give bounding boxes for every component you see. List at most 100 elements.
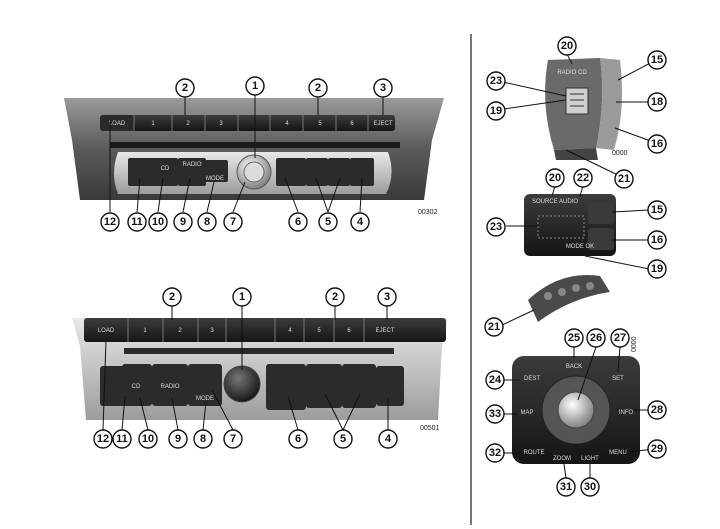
callout-r-33: 33: [485, 404, 505, 424]
svg-text:33: 33: [489, 408, 501, 420]
top-radio-label: RADIO: [182, 162, 201, 168]
callout-r-15b: 15: [647, 200, 667, 220]
svg-text:22: 22: [577, 172, 589, 184]
svg-text:1: 1: [252, 80, 258, 92]
callout-r-23b: 23: [486, 217, 506, 237]
callout-bot-11: 11: [112, 429, 132, 449]
svg-text:5: 5: [325, 216, 331, 228]
callout-r-19b: 19: [647, 259, 667, 279]
svg-text:16: 16: [651, 138, 663, 150]
bottom-preset-4: 4: [288, 328, 292, 334]
callout-bot-6: 6: [288, 429, 308, 449]
bottom-radio-unit: [72, 318, 448, 420]
bottom-eject-label: EJECT: [375, 328, 394, 334]
panel-source-label: SOURCE AUDIO: [532, 199, 578, 205]
svg-text:2: 2: [332, 291, 338, 303]
callout-top-1: 1: [245, 76, 265, 96]
svg-text:19: 19: [490, 105, 502, 117]
svg-text:8: 8: [200, 433, 206, 445]
callout-r-15a: 15: [647, 50, 667, 70]
top-preset-3: 3: [219, 121, 223, 127]
callout-r-16b: 16: [647, 230, 667, 250]
svg-text:8: 8: [204, 216, 210, 228]
top-leaders: [109, 95, 384, 213]
knob-map-label: MAP: [520, 410, 533, 416]
svg-text:23: 23: [490, 221, 502, 233]
svg-text:21: 21: [618, 173, 630, 185]
callout-r-19a: 19: [486, 101, 506, 121]
callout-top-2b: 2: [308, 78, 328, 98]
svg-text:6: 6: [295, 216, 301, 228]
bottom-preset-5: 5: [317, 328, 321, 334]
knob-set-label: SET: [612, 376, 624, 382]
knob-zoom-label: ZOOM: [553, 456, 571, 462]
small-stalk: [528, 275, 610, 322]
knob-controller: [512, 356, 640, 464]
callout-r-30: 30: [580, 477, 600, 497]
callout-top-4: 4: [350, 212, 370, 232]
callout-bot-2a: 2: [162, 287, 182, 307]
svg-text:27: 27: [614, 332, 626, 344]
svg-text:10: 10: [142, 433, 154, 445]
bottom-preset-3: 3: [210, 328, 214, 334]
callout-r-31: 31: [556, 477, 576, 497]
svg-text:12: 12: [97, 433, 109, 445]
bottom-preset-2: 2: [178, 328, 182, 334]
callout-r-18: 18: [647, 92, 667, 112]
svg-text:16: 16: [651, 234, 663, 246]
top-mode-label: MODE: [206, 176, 224, 182]
bottom-cd-label: CD: [132, 384, 141, 390]
callout-r-20b: 20: [545, 168, 565, 188]
callout-top-6: 6: [288, 212, 308, 232]
knob-dest-label: DEST: [524, 376, 540, 382]
callout-top-3: 3: [373, 78, 393, 98]
svg-text:3: 3: [384, 291, 390, 303]
callout-r-20a: 20: [557, 36, 577, 56]
top-preset-1: 1: [151, 121, 155, 127]
callout-top-9: 9: [173, 212, 193, 232]
callout-bot-12: 12: [93, 429, 113, 449]
callout-top-11: 11: [127, 212, 147, 232]
svg-text:12: 12: [104, 216, 116, 228]
svg-text:2: 2: [169, 291, 175, 303]
knob-info-label: INFO: [619, 410, 634, 416]
callout-r-23a: 23: [486, 71, 506, 91]
small-stalk-leader: [499, 309, 535, 327]
svg-text:1: 1: [239, 291, 245, 303]
callout-r-32: 32: [485, 443, 505, 463]
callout-bot-10: 10: [138, 429, 158, 449]
svg-text:4: 4: [385, 433, 392, 445]
callout-r-22: 22: [573, 168, 593, 188]
callout-r-28: 28: [647, 400, 667, 420]
callout-bot-3: 3: [377, 287, 397, 307]
callout-r-21b: 21: [484, 317, 504, 337]
svg-text:11: 11: [116, 433, 128, 445]
bottom-preset-6: 6: [347, 328, 351, 334]
bottom-preset-1: 1: [143, 328, 147, 334]
svg-text:3: 3: [380, 82, 386, 94]
knob-route-label: ROUTE: [524, 450, 545, 456]
svg-text:2: 2: [182, 82, 188, 94]
svg-text:9: 9: [175, 433, 181, 445]
bottom-figure-code: 00501: [420, 425, 440, 432]
callout-r-26: 26: [586, 328, 606, 348]
knob-light-label: LIGHT: [581, 456, 599, 462]
svg-text:15: 15: [651, 204, 663, 216]
panel-mode-label: MODE OK: [566, 244, 594, 250]
callout-r-16a: 16: [647, 134, 667, 154]
svg-text:6: 6: [295, 433, 301, 445]
svg-text:26: 26: [590, 332, 602, 344]
top-figure-code: 00302: [418, 209, 438, 216]
svg-text:11: 11: [131, 216, 143, 228]
callout-r-27: 27: [610, 328, 630, 348]
svg-text:9: 9: [180, 216, 186, 228]
callout-bot-4: 4: [378, 429, 398, 449]
svg-text:10: 10: [152, 216, 164, 228]
svg-text:25: 25: [568, 332, 580, 344]
callout-r-24: 24: [485, 370, 505, 390]
svg-text:2: 2: [315, 82, 321, 94]
bottom-leaders: [102, 306, 389, 431]
knob-back-label: BACK: [566, 364, 582, 370]
knob-menu-label: MENU: [609, 450, 627, 456]
